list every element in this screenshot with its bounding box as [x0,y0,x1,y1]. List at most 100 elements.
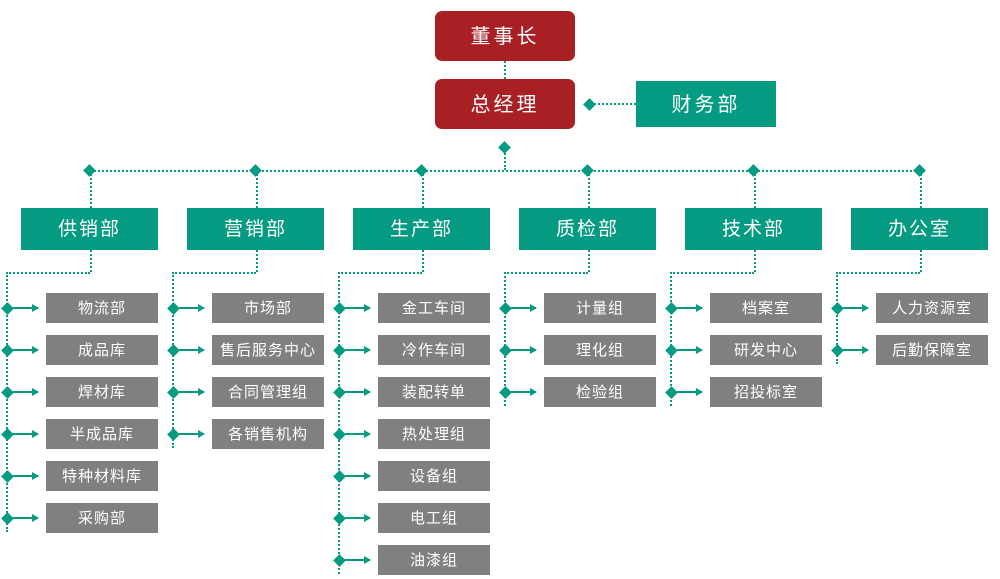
node-supply-sales[interactable]: 供销部 [21,208,158,250]
connector-arrow-quality-inspection-0 [511,304,537,312]
node-production-child-5[interactable]: 电工组 [378,503,490,533]
connector-elbow-down-supply-sales [89,250,92,272]
connector-drop-marketing [255,174,258,208]
connector-arrow-technology-2 [677,388,703,396]
node-supply-sales-child-3[interactable]: 半成品库 [46,419,158,449]
node-production-child-6[interactable]: 油漆组 [378,545,490,575]
connector-spine-technology [670,272,672,406]
connector-diamond-office-0 [830,301,844,315]
node-marketing-child-1[interactable]: 售后服务中心 [212,335,324,365]
connector-diamond-quality-inspection-0 [498,301,512,315]
connector-department-bus [89,170,920,172]
node-office-child-0[interactable]: 人力资源室 [876,293,988,323]
connector-drop-office [919,174,922,208]
connector-arrow-marketing-2 [179,388,205,396]
node-supply-sales-child-5[interactable]: 采购部 [46,503,158,533]
connector-diamond-quality-inspection-2 [498,385,512,399]
connector-diamond-technology-2 [664,385,678,399]
connector-drop-supply-sales [89,174,92,208]
connector-diamond-supply-sales-5 [0,511,14,525]
connector-arrow-production-6 [345,556,371,564]
connector-arrow-supply-sales-5 [13,514,39,522]
node-supply-sales-child-4[interactable]: 特种材料库 [46,461,158,491]
connector-elbow-left-office [836,272,920,274]
node-production-child-1[interactable]: 冷作车间 [378,335,490,365]
connector-arrow-office-1 [843,346,869,354]
connector-diamond-supply-sales-4 [0,469,14,483]
connector-spine-office [836,272,838,364]
connector-diamond-marketing-0 [166,301,180,315]
connector-diamond-production-2 [332,385,346,399]
connector-diamond-production-5 [332,511,346,525]
connector-arrow-production-4 [345,472,371,480]
connector-gm-down [504,150,506,170]
node-marketing-child-3[interactable]: 各销售机构 [212,419,324,449]
connector-diamond-production-6 [332,553,346,567]
connector-elbow-left-supply-sales [6,272,90,274]
node-finance[interactable]: 财务部 [636,81,776,127]
connector-arrow-production-0 [345,304,371,312]
node-supply-sales-child-2[interactable]: 焊材库 [46,377,158,407]
connector-elbow-left-production [338,272,422,274]
node-technology[interactable]: 技术部 [685,208,822,250]
connector-elbow-down-technology [753,250,756,272]
connector-elbow-down-quality-inspection [587,250,590,272]
connector-arrow-quality-inspection-1 [511,346,537,354]
node-quality-inspection-child-1[interactable]: 理化组 [544,335,656,365]
connector-elbow-down-office [919,250,922,272]
connector-arrow-production-1 [345,346,371,354]
node-marketing-child-2[interactable]: 合同管理组 [212,377,324,407]
connector-arrow-supply-sales-2 [13,388,39,396]
connector-diamond-quality-inspection-1 [498,343,512,357]
node-office-child-1[interactable]: 后勤保障室 [876,335,988,365]
connector-diamond-production-4 [332,469,346,483]
connector-diamond-technology-0 [664,301,678,315]
connector-diamond-production-3 [332,427,346,441]
node-office[interactable]: 办公室 [851,208,988,250]
node-production-child-0[interactable]: 金工车间 [378,293,490,323]
connector-elbow-left-marketing [172,272,256,274]
node-production-child-3[interactable]: 热处理组 [378,419,490,449]
connector-drop-quality-inspection [587,174,590,208]
connector-diamond-supply-sales-1 [0,343,14,357]
connector-elbow-left-technology [670,272,754,274]
node-supply-sales-child-0[interactable]: 物流部 [46,293,158,323]
connector-elbow-down-marketing [255,250,258,272]
connector-diamond-marketing-2 [166,385,180,399]
connector-diamond-technology-1 [664,343,678,357]
connector-arrow-office-0 [843,304,869,312]
connector-diamond-office-1 [830,343,844,357]
node-quality-inspection-child-2[interactable]: 检验组 [544,377,656,407]
node-technology-child-0[interactable]: 档案室 [710,293,822,323]
connector-arrow-supply-sales-0 [13,304,39,312]
connector-spine-supply-sales [6,272,8,532]
node-quality-inspection[interactable]: 质检部 [519,208,656,250]
node-general-manager[interactable]: 总经理 [435,79,575,129]
node-production-child-4[interactable]: 设备组 [378,461,490,491]
connector-drop-production [421,174,424,208]
connector-arrow-technology-1 [677,346,703,354]
node-production[interactable]: 生产部 [353,208,490,250]
connector-spine-production [338,272,340,574]
connector-elbow-down-production [421,250,424,272]
connector-arrow-marketing-0 [179,304,205,312]
connector-arrow-supply-sales-4 [13,472,39,480]
node-supply-sales-child-1[interactable]: 成品库 [46,335,158,365]
connector-diamond-production-0 [332,301,346,315]
node-chairman[interactable]: 董事长 [435,11,575,61]
node-technology-child-2[interactable]: 招投标室 [710,377,822,407]
connector-diamond-supply-sales-2 [0,385,14,399]
connector-drop-technology [753,174,756,208]
connector-diamond-production-1 [332,343,346,357]
connector-arrow-technology-0 [677,304,703,312]
connector-elbow-left-quality-inspection [504,272,588,274]
connector-diamond-supply-sales-3 [0,427,14,441]
node-marketing[interactable]: 营销部 [187,208,324,250]
connector-arrow-supply-sales-1 [13,346,39,354]
node-quality-inspection-child-0[interactable]: 计量组 [544,293,656,323]
node-technology-child-1[interactable]: 研发中心 [710,335,822,365]
connector-arrow-production-3 [345,430,371,438]
node-marketing-child-0[interactable]: 市场部 [212,293,324,323]
node-production-child-2[interactable]: 装配转单 [378,377,490,407]
